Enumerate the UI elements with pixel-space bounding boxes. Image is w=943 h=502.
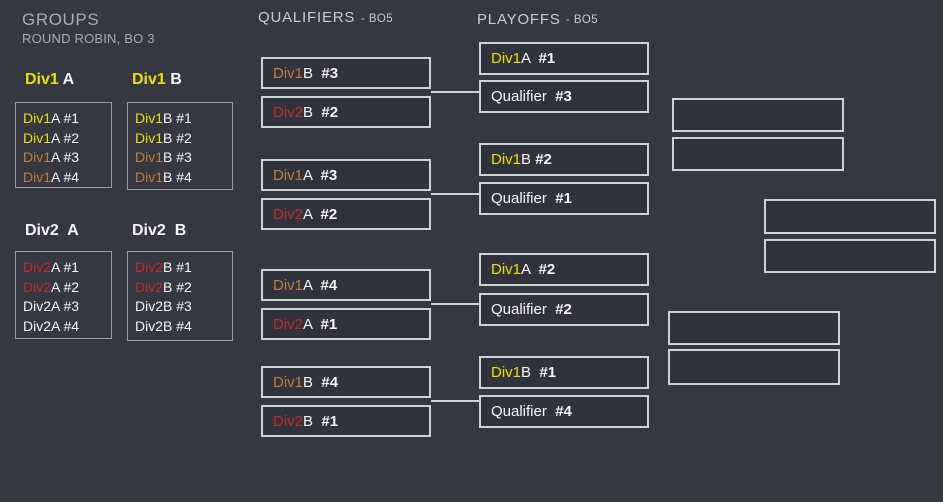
group-heading-div1b: Div1 B [132, 71, 182, 88]
qualifier-match-2-bottom-slot: Div2A #2 [261, 198, 431, 230]
qualifier-match-4-bottom-slot: Div2B #1 [261, 405, 431, 437]
groups-title: GROUPS [22, 10, 100, 29]
group-table-div2a: Div2A #1 Div2A #2 Div2A #3 Div2A #4 [15, 251, 112, 339]
team-label: Qualifier #1 [491, 190, 572, 207]
team-label: Div1B #4 [273, 373, 339, 391]
playoff-match-4-top-slot: Div1B #1 [479, 356, 649, 389]
group-row: Div2B #3 [135, 298, 192, 314]
group-heading-div2b: Div2 B [132, 222, 187, 239]
group-row: Div1B #4 [135, 168, 192, 185]
team-label: Div2A #1 [273, 315, 338, 333]
team-label: Qualifier #3 [491, 88, 572, 105]
group-row: Div2B #1 [135, 259, 192, 275]
team-label: Div2B #2 [273, 103, 339, 121]
playoff-match-3-top-slot: Div1A #2 [479, 253, 649, 286]
group-table-div2b: Div2B #1 Div2B #2 Div2B #3 Div2B #4 [127, 251, 233, 341]
playoff-match-4-bottom-slot: Qualifier #4 [479, 395, 649, 428]
team-label: Div1A #4 [273, 276, 338, 294]
team-label: Div1A #3 [273, 166, 338, 184]
group-row: Div1A #2 [23, 129, 80, 146]
group-row: Div1A #1 [23, 110, 80, 126]
playoff-match-2-top-slot: Div1B #2 [479, 143, 649, 176]
group-row: Div2A #3 [23, 298, 80, 314]
team-label: Qualifier #2 [491, 301, 572, 318]
playoffs-bo-label: - BO5 [566, 14, 599, 26]
team-label: Div1B #2 [491, 151, 552, 168]
playoff-match-1-bottom-slot: Qualifier #3 [479, 80, 649, 113]
group-table-div1a: Div1A #1 Div1A #2 Div1A #3 Div1A #4 [15, 102, 112, 188]
group-row: Div1B #1 [135, 110, 192, 126]
group-row: Div1A #3 [23, 149, 80, 165]
group-row: Div2A #4 [23, 317, 80, 334]
semifinal-1-bottom-slot [672, 137, 844, 171]
bracket-connector-4 [431, 400, 479, 402]
qualifier-match-3-bottom-slot: Div2A #1 [261, 308, 431, 340]
group-row: Div1B #3 [135, 149, 192, 165]
playoff-match-3-bottom-slot: Qualifier #2 [479, 293, 649, 326]
team-label: Div2B #1 [273, 412, 339, 430]
qualifier-match-3-top-slot: Div1A #4 [261, 269, 431, 301]
team-label: Div1A #1 [491, 50, 556, 67]
bracket-connector-2 [431, 193, 479, 195]
bracket-connector-1 [431, 91, 479, 93]
group-row: Div2A #1 [23, 259, 80, 275]
groups-subtitle: ROUND ROBIN, BO 3 [22, 31, 155, 46]
team-label: Div1B #1 [491, 364, 557, 381]
semifinal-2-bottom-slot [668, 349, 840, 385]
group-row: Div2B #4 [135, 317, 192, 334]
qualifier-match-1-bottom-slot: Div2B #2 [261, 96, 431, 128]
final-bottom-slot [764, 239, 936, 273]
playoff-match-2-bottom-slot: Qualifier #1 [479, 182, 649, 215]
qualifiers-bo-label: - BO5 [361, 13, 394, 25]
group-table-div1b: Div1B #1 Div1B #2 Div1B #3 Div1B #4 [127, 102, 233, 190]
group-row: Div2B #2 [135, 278, 192, 295]
semifinal-1-top-slot [672, 98, 844, 132]
playoffs-title: PLAYOFFS [477, 11, 561, 28]
group-heading-div1a: Div1 A [25, 71, 75, 88]
final-top-slot [764, 199, 936, 234]
team-label: Div1A #2 [491, 261, 556, 278]
group-heading-div2a: Div2 A [25, 222, 79, 239]
team-label: Qualifier #4 [491, 403, 572, 420]
group-row: Div1B #2 [135, 129, 192, 146]
team-label: Div2A #2 [273, 205, 338, 223]
qualifiers-title: QUALIFIERS [258, 9, 356, 26]
bracket-connector-3 [431, 303, 479, 305]
team-label: Div1B #3 [273, 64, 339, 82]
qualifier-match-1-top-slot: Div1B #3 [261, 57, 431, 89]
qualifier-match-4-top-slot: Div1B #4 [261, 366, 431, 398]
group-row: Div2A #2 [23, 278, 80, 295]
group-row: Div1A #4 [23, 168, 80, 185]
playoff-match-1-top-slot: Div1A #1 [479, 42, 649, 75]
semifinal-2-top-slot [668, 311, 840, 345]
qualifier-match-2-top-slot: Div1A #3 [261, 159, 431, 191]
